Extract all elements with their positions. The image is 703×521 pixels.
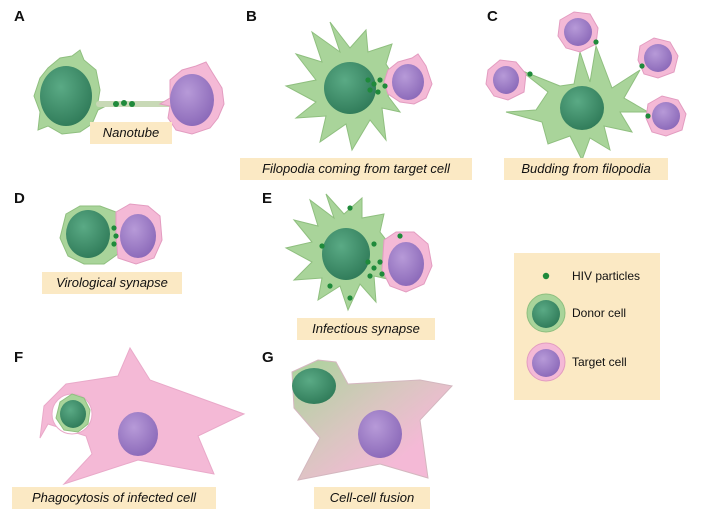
panel-letter-a: A <box>14 8 25 25</box>
hiv-particle <box>367 273 373 279</box>
target-nucleus <box>644 44 672 72</box>
hiv-particle <box>347 295 353 301</box>
hiv-particle <box>379 271 385 277</box>
panel-a-nanotube <box>33 49 225 135</box>
hiv-particle <box>111 225 117 231</box>
hiv-particle <box>347 205 353 211</box>
legend-icons <box>526 272 566 382</box>
panel-letter-c: C <box>487 8 498 25</box>
target-nucleus <box>652 102 680 130</box>
hiv-particle <box>327 283 333 289</box>
donor-nucleus <box>66 210 110 258</box>
hiv-particle <box>639 63 645 69</box>
caption-filopodia: Filopodia coming from target cell <box>240 158 472 180</box>
panel-b-filopodia <box>284 21 433 152</box>
panel-letter-b: B <box>246 8 257 25</box>
caption-infectious-synapse: Infectious synapse <box>297 318 435 340</box>
hiv-particle <box>121 100 127 106</box>
target-nucleus <box>358 410 402 458</box>
hiv-particle <box>645 113 651 119</box>
hiv-particle <box>129 101 135 107</box>
donor-nucleus <box>292 368 336 404</box>
target-nucleus <box>388 242 424 286</box>
hiv-particle <box>371 81 377 87</box>
caption-nanotube: Nanotube <box>90 122 172 144</box>
panel-c-budding <box>485 11 687 162</box>
hiv-particle <box>371 265 377 271</box>
hiv-particle <box>527 71 533 77</box>
hiv-particle <box>113 101 119 107</box>
panel-letter-g: G <box>262 349 274 366</box>
hiv-particle <box>375 89 381 95</box>
caption-budding: Budding from filopodia <box>504 158 668 180</box>
target-nucleus <box>170 74 214 126</box>
hiv-particle <box>365 77 371 83</box>
hiv-particles <box>527 39 651 119</box>
hiv-particle <box>113 233 119 239</box>
panel-letter-e: E <box>262 190 273 207</box>
hiv-particle <box>397 233 403 239</box>
legend-hiv-icon <box>542 272 550 280</box>
caption-virological-synapse: Virological synapse <box>42 272 182 294</box>
panel-letter-d: D <box>14 190 25 207</box>
legend-donor-icon-nucleus <box>532 300 560 328</box>
hiv-particle <box>367 87 373 93</box>
hiv-particle <box>365 259 371 265</box>
donor-nucleus <box>560 86 604 130</box>
hiv-particles <box>113 100 135 107</box>
target-nucleus <box>392 64 424 100</box>
target-nucleus <box>493 66 519 94</box>
panel-f-phagocytosis <box>39 346 246 486</box>
panel-g-fusion <box>291 359 453 481</box>
legend-label-hiv: HIV particles <box>572 269 641 283</box>
donor-nucleus <box>60 400 86 428</box>
legend-label-donor: Donor cell <box>572 306 627 320</box>
donor-nucleus <box>322 228 370 280</box>
donor-nucleus <box>324 62 376 114</box>
target-nucleus <box>118 412 158 456</box>
hiv-particle <box>371 241 377 247</box>
target-nucleus <box>120 214 156 258</box>
hiv-particle <box>593 39 599 45</box>
hiv-particle <box>319 243 325 249</box>
hiv-particle <box>111 241 117 247</box>
hiv-particles <box>365 77 388 95</box>
hiv-particle <box>382 83 388 89</box>
donor-nucleus <box>40 66 92 126</box>
panel-d-virological-synapse <box>59 203 163 265</box>
hiv-particle <box>377 259 383 265</box>
legend-label-target: Target cell <box>572 355 627 369</box>
caption-fusion: Cell-cell fusion <box>314 487 430 509</box>
hiv-particles <box>319 205 403 301</box>
legend-target-icon-nucleus <box>532 349 560 377</box>
panel-letter-f: F <box>14 349 24 366</box>
panel-e-infectious-synapse <box>284 193 433 312</box>
caption-phagocytosis: Phagocytosis of infected cell <box>12 487 216 509</box>
hiv-particles <box>111 225 119 247</box>
hiv-particle <box>377 77 383 83</box>
target-nucleus <box>564 18 592 46</box>
